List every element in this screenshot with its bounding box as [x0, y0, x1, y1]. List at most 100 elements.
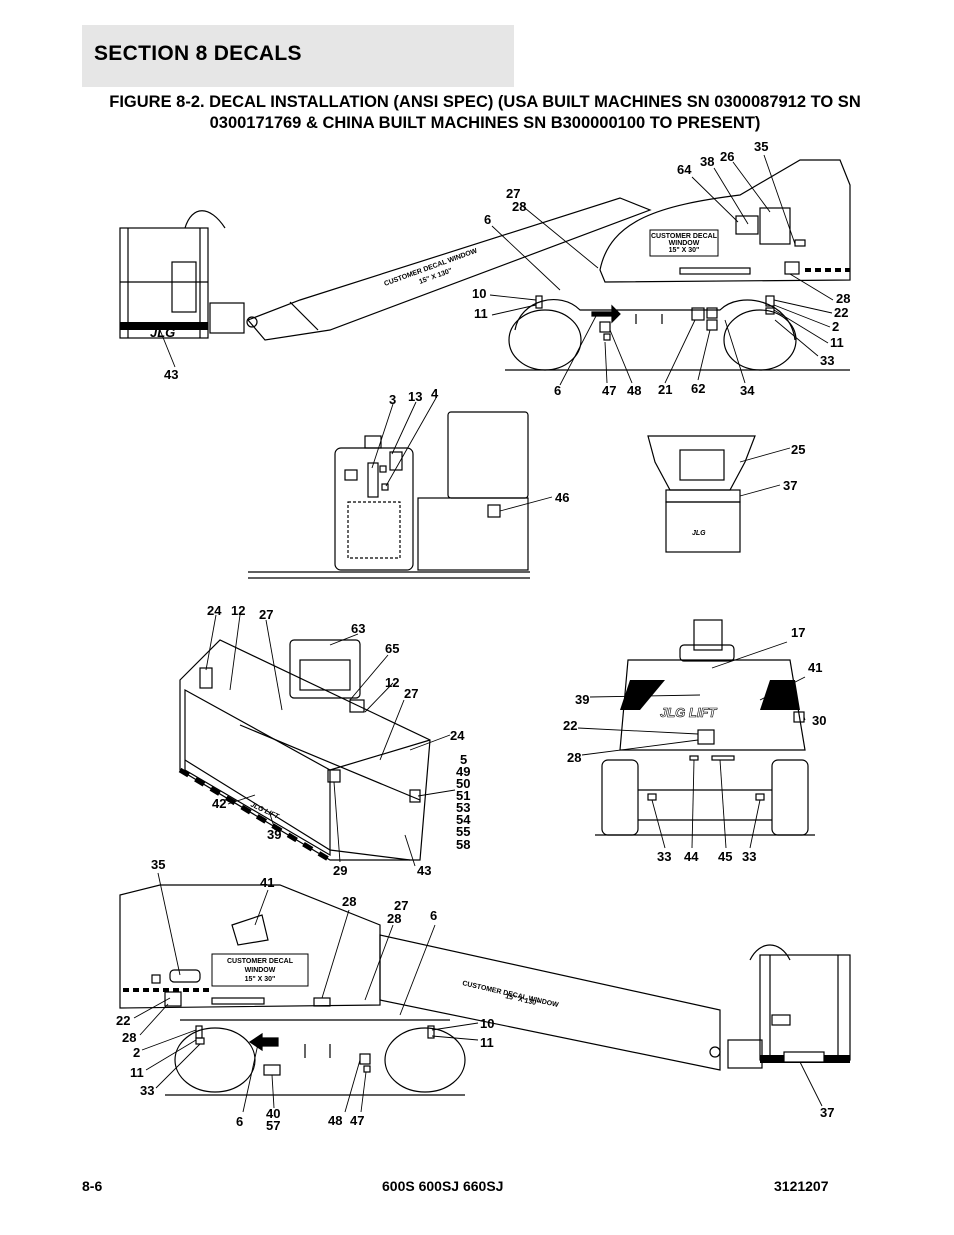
jlg-lift-rear: JLG LIFT [660, 705, 717, 720]
callout-21: 21 [658, 382, 672, 397]
callout-28: 28 [122, 1030, 136, 1045]
callout-22: 22 [563, 718, 577, 733]
callout-43: 43 [417, 863, 431, 878]
platform-iso-view: JLG LIFT [178, 639, 431, 863]
cdw-bottom-l2: WINDOW [245, 967, 276, 974]
ground-control-view [248, 411, 530, 579]
callout-6: 6 [236, 1114, 243, 1129]
section-title: SECTION 8 DECALS [94, 42, 302, 65]
callout-5: 5 [460, 752, 467, 767]
section-header: SECTION 8 DECALS [82, 25, 514, 87]
platform-top [119, 227, 209, 339]
cdw-small-l1: CUSTOMER DECAL [651, 233, 718, 240]
callout-34: 34 [740, 383, 755, 398]
callout-40: 40 [266, 1106, 280, 1121]
callout-27: 27 [259, 607, 273, 622]
callout-33: 33 [742, 849, 756, 864]
callout-35: 35 [151, 857, 165, 872]
callout-65: 65 [385, 641, 399, 656]
callout-22: 22 [834, 305, 848, 320]
turntable-top [599, 159, 851, 283]
callout-42: 42 [212, 796, 226, 811]
callout-55: 55 [456, 824, 470, 839]
page-number: 8-6 [82, 1178, 103, 1194]
cdw-small-l2: WINDOW [669, 240, 700, 247]
callout-2: 2 [133, 1045, 140, 1060]
callout-62: 62 [691, 381, 705, 396]
callout-13: 13 [408, 389, 422, 404]
jlg-logo-top: JLG [150, 325, 175, 340]
callout-57: 57 [266, 1118, 280, 1133]
callout-48: 48 [627, 383, 641, 398]
callout-64: 64 [677, 162, 692, 177]
callout-11: 11 [474, 306, 488, 321]
document-number: 3121207 [774, 1178, 829, 1194]
callout-2: 2 [832, 319, 839, 334]
machine-side-view-bottom: CUSTOMER DECAL WINDOW 15" X 30" CUSTOMER… [119, 884, 851, 1096]
callout-10: 10 [472, 286, 486, 301]
callout-46: 46 [555, 490, 569, 505]
callout-27: 27 [506, 186, 520, 201]
callout-38: 38 [700, 154, 714, 169]
callout-37: 37 [820, 1105, 834, 1120]
cdw-small-l3: 15" X 30" [669, 247, 700, 254]
callout-35: 35 [754, 139, 768, 154]
callout-58: 58 [456, 837, 470, 852]
callout-49: 49 [456, 764, 470, 779]
callout-41: 41 [808, 660, 822, 675]
callout-51: 51 [456, 788, 470, 803]
callout-50: 50 [456, 776, 470, 791]
callout-24: 24 [450, 728, 465, 743]
callout-12: 12 [231, 603, 245, 618]
callout-28: 28 [342, 894, 356, 909]
callout-54: 54 [456, 812, 471, 827]
callout-47: 47 [350, 1113, 364, 1128]
cdw-bottom-l3: 15" X 30" [245, 976, 276, 983]
callout-53: 53 [456, 800, 470, 815]
callout-12: 12 [385, 675, 399, 690]
callout-28: 28 [836, 291, 850, 306]
callout-63: 63 [351, 621, 365, 636]
callout-45: 45 [718, 849, 732, 864]
control-box [334, 447, 414, 571]
callout-39: 39 [575, 692, 589, 707]
callout-6: 6 [484, 212, 491, 227]
callout-30: 30 [812, 713, 826, 728]
callout-17: 17 [791, 625, 805, 640]
callout-3: 3 [389, 392, 396, 407]
callout-11: 11 [130, 1065, 144, 1080]
callout-37: 37 [783, 478, 797, 493]
cdw-bottom-l1: CUSTOMER DECAL [227, 958, 294, 965]
callout-47: 47 [602, 383, 616, 398]
callout-39: 39 [267, 827, 281, 842]
callout-11: 11 [480, 1035, 494, 1050]
callout-11: 11 [830, 335, 844, 350]
callout-numbers: 64 38 26 35 27 28 6 10 11 43 28 22 2 11 … [116, 139, 850, 1133]
callout-43: 43 [164, 367, 178, 382]
callout-4: 4 [431, 386, 439, 401]
boom-top [246, 197, 652, 341]
model-list: 600S 600SJ 660SJ [382, 1178, 504, 1194]
callout-33: 33 [657, 849, 671, 864]
leader-lines [133, 154, 834, 1113]
figure-title: FIGURE 8-2. DECAL INSTALLATION (ANSI SPE… [109, 93, 861, 132]
callout-29: 29 [333, 863, 347, 878]
callout-24: 24 [207, 603, 222, 618]
chassis-rear-view: JLG LIFT [595, 619, 815, 836]
callout-25: 25 [791, 442, 805, 457]
callout-27: 27 [394, 898, 408, 913]
callout-44: 44 [684, 849, 699, 864]
callout-27: 27 [404, 686, 418, 701]
callout-28: 28 [387, 911, 401, 926]
callout-22: 22 [116, 1013, 130, 1028]
callout-33: 33 [820, 353, 834, 368]
callout-28: 28 [567, 750, 581, 765]
platform-bottom [759, 954, 851, 1061]
callout-10: 10 [480, 1016, 494, 1031]
callout-48: 48 [328, 1113, 342, 1128]
machine-side-view-top: JLG CUSTOMER DECAL WINDOW 15" X 130" CUS… [119, 159, 851, 371]
counterweight-rear-view: JLG [647, 435, 756, 553]
callout-41: 41 [260, 875, 274, 890]
callout-26: 26 [720, 149, 734, 164]
